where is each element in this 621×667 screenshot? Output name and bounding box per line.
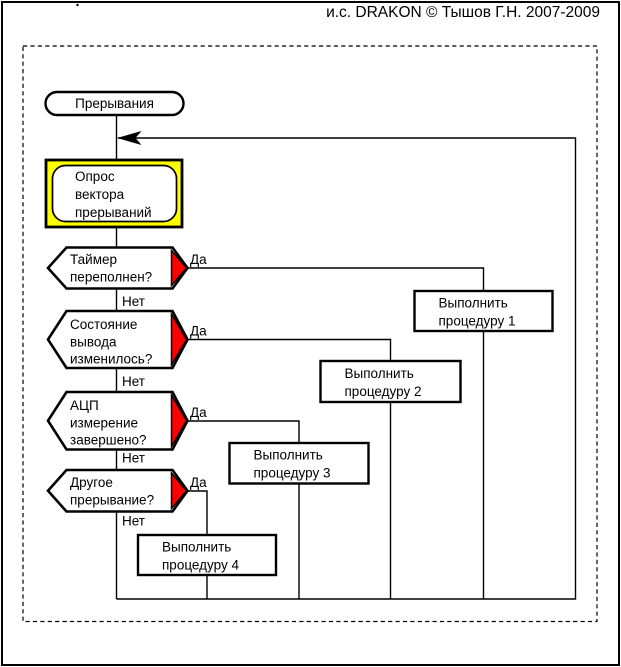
- start-node-label: Прерывания: [75, 96, 154, 111]
- yes-label-3: Да: [190, 405, 207, 420]
- question-other-line1: Другое: [70, 475, 113, 490]
- question-other-yes-flag-icon: [170, 470, 188, 511]
- drakon-diagram-canvas: и.с. DRAKON © Тышов Г.Н. 2007-2009 Преры…: [22, 3, 600, 623]
- poll-vector-node[interactable]: Опрос вектора прерываний: [44, 158, 184, 229]
- poll-vector-line2: вектора: [75, 187, 125, 202]
- stray-dot: [76, 3, 79, 7]
- action-procedure-4-node[interactable]: Выполнить процедуру 4: [136, 533, 278, 577]
- question-output-shape: [46, 309, 189, 370]
- question-adc-line3: завершено?: [70, 433, 147, 448]
- action-procedure-2-shape: [319, 359, 462, 404]
- action-procedure-1-line1: Выполнить: [439, 296, 508, 311]
- question-adc-shape: [46, 390, 189, 451]
- question-timer-yes-flag-icon: [170, 248, 188, 288]
- dashed-border: [22, 45, 598, 623]
- yes-label-4: Да: [190, 475, 207, 490]
- question-other-line2: прерывание?: [70, 493, 154, 508]
- question-timer-line1: Таймер: [70, 252, 117, 267]
- action-procedure-1-shape: [413, 289, 554, 333]
- question-adc-yes-flag-icon: [170, 392, 188, 450]
- action-procedure-3-line1: Выполнить: [254, 448, 323, 463]
- action-procedure-3-node[interactable]: Выполнить процедуру 3: [228, 441, 370, 485]
- question-adc-line2: измерение: [70, 416, 138, 431]
- copyright-title: и.с. DRAKON © Тышов Г.Н. 2007-2009: [326, 4, 600, 21]
- action-procedure-1-line2: процедуру 1: [439, 314, 516, 329]
- no-label-4: Нет: [122, 514, 145, 529]
- start-node-shape: [44, 90, 185, 117]
- question-output-line3: изменилось?: [70, 352, 152, 367]
- yes-branch-4-connector: [187, 490, 208, 599]
- no-label-1: Нет: [122, 294, 145, 309]
- loop-arrow-icon: [117, 131, 142, 145]
- question-other-node[interactable]: Другое прерывание?: [46, 468, 190, 513]
- question-output-line1: Состояние: [70, 317, 137, 332]
- poll-vector-line1: Опрос: [75, 169, 115, 184]
- question-other-shape: [46, 468, 190, 513]
- question-timer-line2: переполнен?: [70, 270, 152, 285]
- question-timer-shape: [46, 246, 190, 290]
- question-adc-line1: АЦП: [70, 398, 99, 413]
- yes-label-1: Да: [190, 252, 207, 267]
- action-procedure-4-shape: [136, 533, 278, 577]
- action-procedure-1-node[interactable]: Выполнить процедуру 1: [413, 289, 554, 333]
- question-adc-node[interactable]: АЦП измерение завершено?: [46, 390, 189, 451]
- no-label-2: Нет: [122, 374, 145, 389]
- action-procedure-4-line1: Выполнить: [162, 540, 231, 555]
- connectors: [115, 115, 577, 600]
- yes-branch-2-connector: [187, 338, 392, 599]
- question-output-node[interactable]: Состояние вывода изменилось?: [46, 309, 189, 370]
- loop-connector: [116, 137, 577, 600]
- yes-branch-1-connector: [187, 267, 485, 599]
- action-procedure-3-line2: процедуру 3: [254, 466, 331, 481]
- question-timer-node[interactable]: Таймер переполнен?: [46, 246, 190, 290]
- poll-vector-line3: прерываний: [75, 205, 152, 220]
- yes-label-2: Да: [190, 324, 207, 339]
- poll-vector-inner-shape: [51, 164, 178, 223]
- action-procedure-3-shape: [228, 441, 370, 485]
- question-output-yes-flag-icon: [170, 311, 188, 368]
- action-procedure-2-line2: процедуру 2: [345, 384, 422, 399]
- no-label-3: Нет: [122, 451, 145, 466]
- action-procedure-4-line2: процедуру 4: [162, 558, 239, 573]
- yes-branch-3-connector: [187, 420, 300, 599]
- action-procedure-2-node[interactable]: Выполнить процедуру 2: [319, 359, 462, 404]
- action-procedure-2-line1: Выполнить: [345, 366, 414, 381]
- question-output-line2: вывода: [70, 335, 117, 350]
- start-node[interactable]: Прерывания: [44, 90, 185, 117]
